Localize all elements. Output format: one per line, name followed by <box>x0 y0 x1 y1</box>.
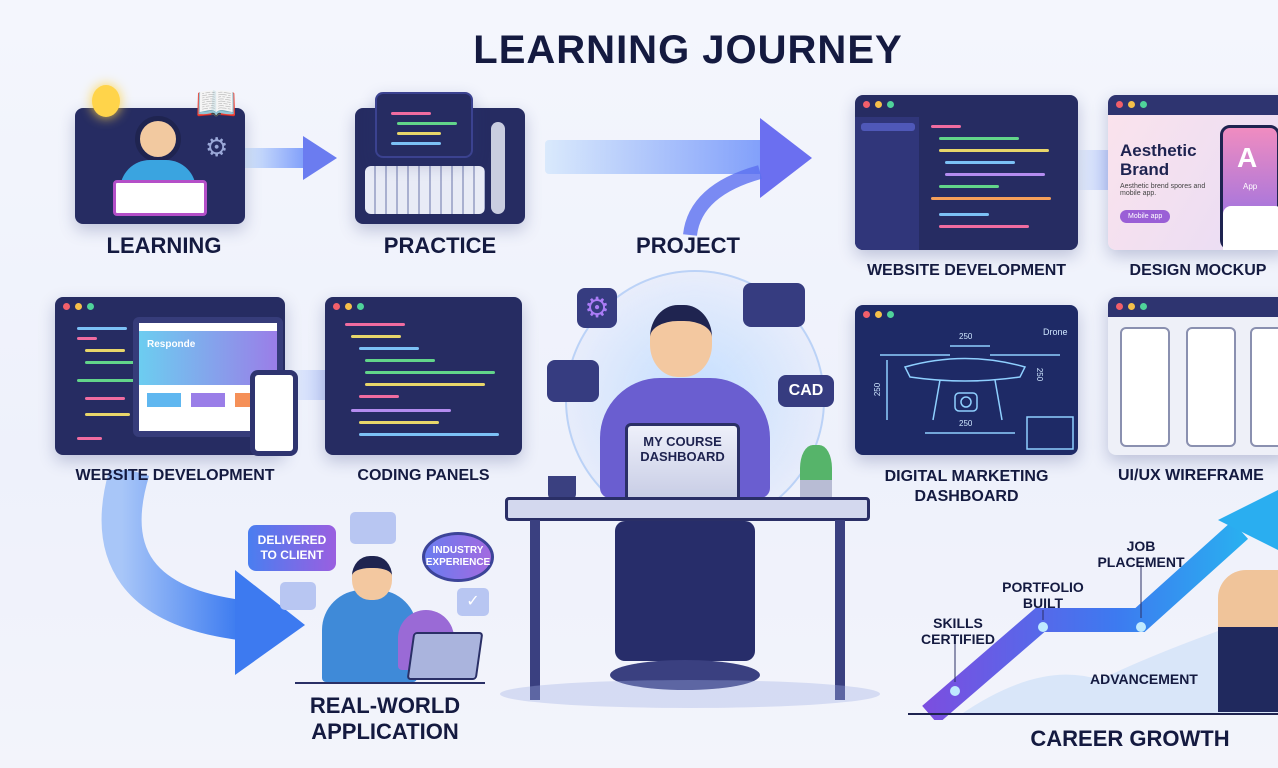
learning-panel: ⚙ <box>75 108 245 224</box>
stage-label-uiux: UI/UX WIREFRAME <box>1118 467 1264 484</box>
laptop-text-line1: MY COURSE <box>643 434 722 449</box>
mockup-button[interactable]: Mobile app <box>1120 210 1171 223</box>
student-avatar <box>135 116 181 162</box>
dim-bottom: 250 <box>959 419 973 428</box>
milestone-job: JOB PLACEMENT <box>1097 538 1185 570</box>
responsive-heading: Responde <box>147 339 196 350</box>
uiux-wireframe-panel <box>1108 297 1278 455</box>
stage-label-learning: LEARNING <box>106 233 222 258</box>
gear-icon[interactable]: ⚙ <box>577 288 617 328</box>
stage-label-real-world-1: REAL-WORLD <box>309 693 461 718</box>
businessman <box>1218 570 1278 712</box>
wrench-icon <box>491 122 505 214</box>
milestone-skills: SKILLS CERTIFIED <box>921 615 995 647</box>
cad-badge: CAD <box>778 375 834 407</box>
website-development-panel-left: Responde <box>55 297 285 455</box>
book-icon: 📖 <box>195 85 238 123</box>
plant-icon <box>800 445 832 503</box>
milestone-advancement: ADVANCEMENT <box>1090 671 1198 687</box>
code-window-small <box>375 92 473 158</box>
industry-badge: INDUSTRY EXPERIENCE <box>422 532 494 582</box>
floor-shadow <box>500 680 880 708</box>
stage-label-digital-marketing: DIGITAL MARKETING DASHBOARD <box>884 468 1049 505</box>
delivered-badge: DELIVERED TO CLIENT <box>248 525 336 571</box>
phone-device <box>250 370 298 456</box>
digital-marketing-panel: Drone 250 250 250 250 <box>855 305 1078 455</box>
chat-icon <box>350 512 396 544</box>
keyboard-icon <box>365 166 485 214</box>
mockup-subtext: Aesthetic brend spores and mobile app. <box>1120 183 1206 197</box>
website-development-panel-top <box>855 95 1078 250</box>
stage-label-project: PROJECT <box>636 233 740 258</box>
lightbulb-icon <box>92 85 120 117</box>
stage-label-coding-panels: CODING PANELS <box>357 467 490 484</box>
laptop[interactable]: MY COURSE DASHBOARD <box>625 423 740 505</box>
dim-left: 250 <box>873 382 883 397</box>
stage-label-real-world-2: APPLICATION <box>311 719 459 744</box>
chair-base <box>610 660 760 690</box>
gear-icon: ⚙ <box>205 132 229 162</box>
arrow-head <box>760 118 812 198</box>
milestone-portfolio: PORTFOLIO BUILT <box>1002 579 1084 611</box>
app-label: App <box>1243 182 1258 191</box>
chat-icon <box>280 582 316 610</box>
mockup-heading: Aesthetic Brand <box>1120 141 1197 179</box>
chat-icon[interactable] <box>743 283 805 327</box>
connector-right <box>1078 150 1108 190</box>
desk <box>505 497 870 521</box>
coffee-mug-icon <box>548 476 576 500</box>
arrow-learning-practice <box>245 148 305 168</box>
drone-blueprint <box>880 345 1074 450</box>
growth-arrow <box>922 521 1249 720</box>
phone-mockup: A App <box>1220 125 1278 250</box>
arrow-curve-project <box>683 165 762 237</box>
stage-label-website-development-top: WEBSITE DEVELOPMENT <box>866 262 1067 279</box>
arrow-curve-real-world <box>101 470 305 675</box>
person-legs <box>615 521 755 661</box>
dim-top: 250 <box>959 332 973 341</box>
arrow-head <box>303 136 337 180</box>
sidebar <box>855 117 919 250</box>
page-title: LEARNING JOURNEY <box>473 28 903 72</box>
person-head <box>650 305 712 377</box>
laptop-small[interactable] <box>406 632 484 680</box>
stage-label-design-mockup: DESIGN MOCKUP <box>1129 262 1267 279</box>
growth-arrow-head <box>1218 490 1278 550</box>
career-growth-chart <box>908 490 1278 720</box>
dim-right: 250 <box>1035 367 1045 382</box>
app-logo: A <box>1237 142 1258 173</box>
drone-label: Drone <box>1043 327 1068 337</box>
stage-label-career-growth: CAREER GROWTH <box>1030 726 1230 751</box>
laptop-text-line2: DASHBOARD <box>640 449 725 464</box>
stage-label-website-development-left: WEBSITE DEVELOPMENT <box>75 467 275 484</box>
check-icon: ✓ <box>457 588 489 616</box>
stage-label-practice: PRACTICE <box>383 233 497 258</box>
book-icon <box>113 180 207 216</box>
coding-panel <box>325 297 522 455</box>
arrow-practice-project <box>545 140 765 174</box>
code-icon[interactable] <box>547 360 599 402</box>
design-mockup-panel: Aesthetic Brand Aesthetic brend spores a… <box>1108 95 1278 250</box>
